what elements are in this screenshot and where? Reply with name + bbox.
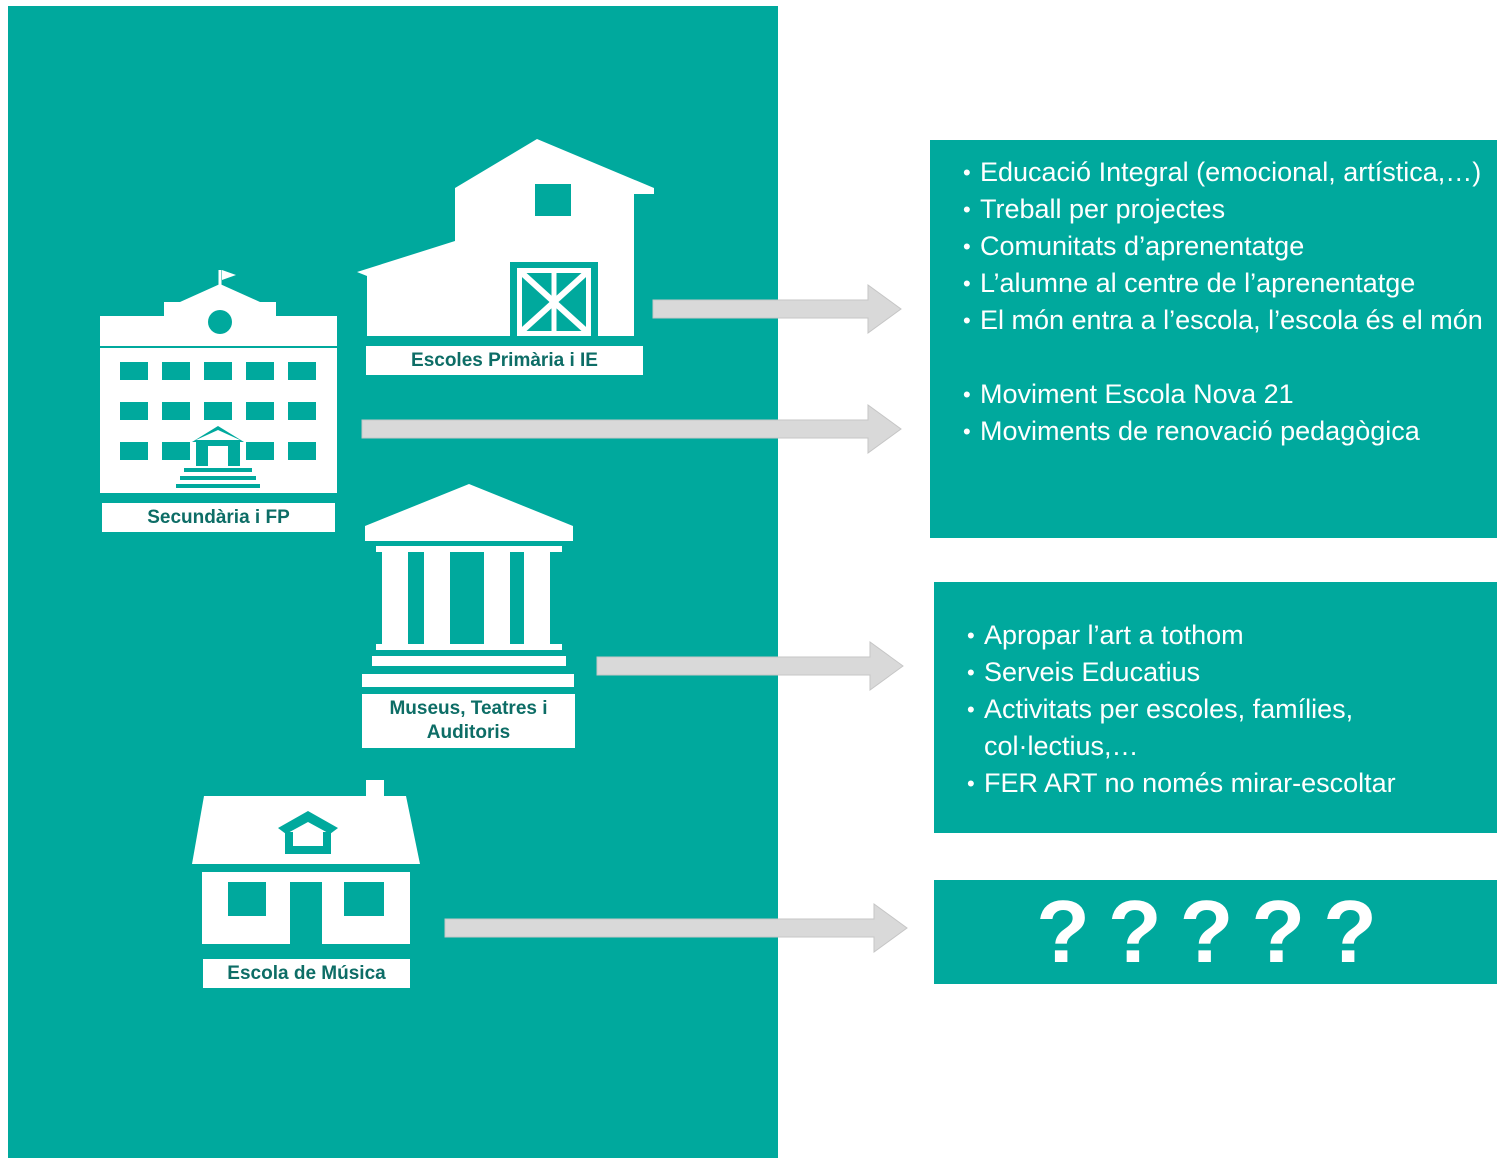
arrow-secundaria-icon: [361, 404, 902, 454]
arrow-museus-icon: [596, 641, 904, 691]
list-item: Moviments de renovació pedagògica: [963, 413, 1493, 450]
list-item: Comunitats d’aprenentatge: [963, 228, 1493, 265]
institution-label-museus: Museus, Teatres i Auditoris: [362, 694, 575, 748]
museum-icon: [362, 484, 574, 687]
schools-box: Educació Integral (emocional, artística,…: [930, 140, 1497, 538]
schools-list: Educació Integral (emocional, artística,…: [963, 154, 1493, 450]
list-item: El món entra a l’escola, l’escola és el …: [963, 302, 1493, 339]
museums-list: Apropar l’art a tothom Serveis Educatius…: [967, 617, 1437, 802]
school-building-icon: [100, 270, 337, 493]
list-item: Serveis Educatius: [967, 654, 1437, 691]
question-marks: ?????: [1036, 882, 1395, 981]
institution-label-secundaria: Secundària i FP: [102, 503, 335, 532]
list-item: L’alumne al centre de l’aprenentatge: [963, 265, 1493, 302]
music-box: ?????: [934, 880, 1497, 984]
arrow-primaria-icon: [652, 284, 902, 334]
barn-icon: [357, 139, 654, 340]
list-item: Educació Integral (emocional, artística,…: [963, 154, 1493, 191]
museums-box: Apropar l’art a tothom Serveis Educatius…: [934, 582, 1497, 833]
institution-label-primaria: Escoles Primària i IE: [366, 346, 643, 375]
institution-label-musica: Escola de Música: [203, 959, 410, 988]
arrow-musica-icon: [444, 903, 908, 953]
list-item: Moviment Escola Nova 21: [963, 376, 1493, 413]
list-item: Apropar l’art a tothom: [967, 617, 1437, 654]
list-item: Activitats per escoles, famílies, col·le…: [967, 691, 1437, 765]
list-spacer: [963, 339, 1493, 376]
list-item: FER ART no només mirar-escoltar: [967, 765, 1437, 802]
list-item: Treball per projectes: [963, 191, 1493, 228]
house-icon: [192, 780, 420, 944]
